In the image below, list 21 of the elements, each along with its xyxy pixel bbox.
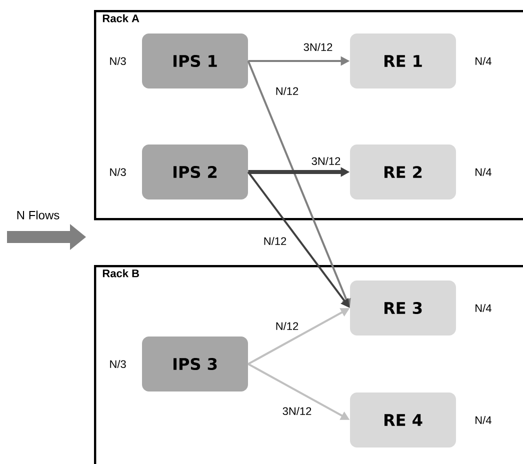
- flows-label: N Flows: [17, 210, 60, 220]
- re-box: RE 2: [350, 144, 456, 200]
- edge-label: 3N/12: [312, 156, 340, 166]
- flow-count: N/3: [110, 56, 126, 66]
- edge-label: N/12: [276, 322, 298, 330]
- re-box: RE 4: [350, 392, 456, 448]
- edge-label: 3N/12: [282, 406, 312, 416]
- flow-count: N/4: [476, 416, 492, 424]
- flow-count: N/4: [476, 56, 492, 66]
- ips-box: IPS 2: [142, 144, 248, 200]
- re-box: RE 1: [350, 34, 456, 88]
- flow-count: N/3: [110, 168, 126, 176]
- edge-label: N/12: [264, 236, 286, 246]
- flow-count: N/4: [476, 304, 492, 312]
- ips-box: IPS 1: [142, 34, 248, 88]
- edge-label: N/12: [276, 86, 298, 96]
- ips-box: IPS 3: [142, 336, 248, 392]
- flow-count: N/4: [476, 168, 492, 176]
- flow-count: N/3: [110, 360, 126, 368]
- re-box: RE 3: [350, 280, 456, 336]
- edge-label: 3N/12: [304, 42, 332, 52]
